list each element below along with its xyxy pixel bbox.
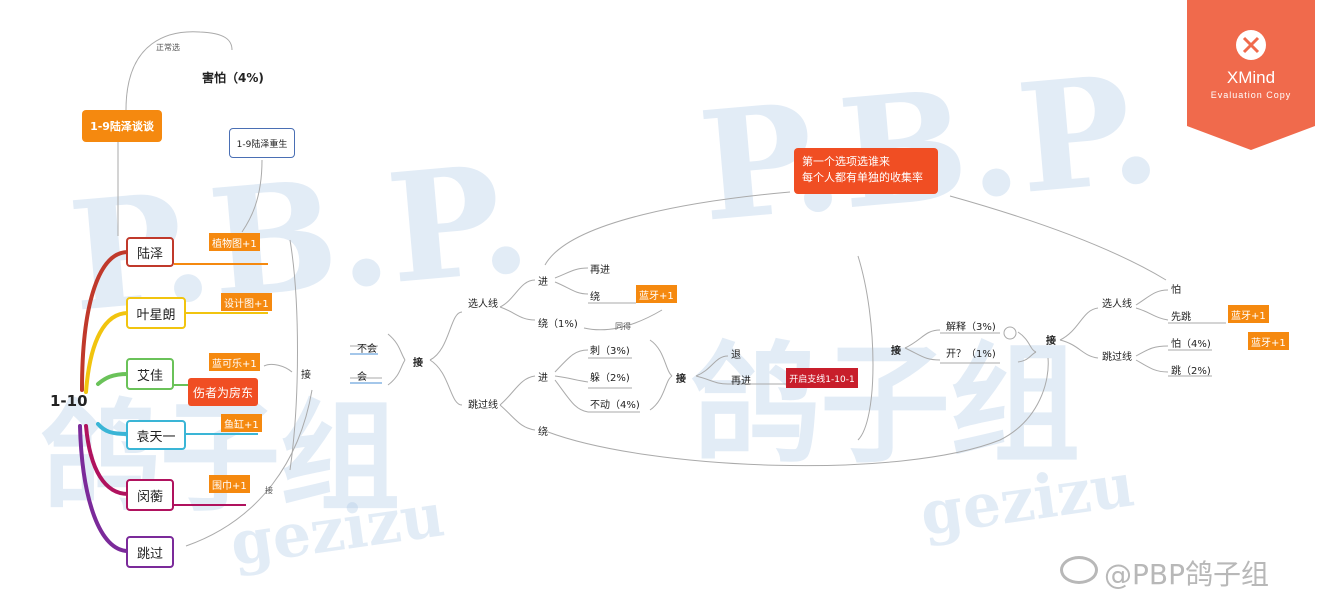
character-luze[interactable]: 陆泽 xyxy=(126,237,174,267)
again-enter-option-2[interactable]: 再进 xyxy=(731,376,751,387)
xmind-sub: Evaluation Copy xyxy=(1210,90,1292,100)
no-option[interactable]: 不会 xyxy=(357,344,377,355)
tag-bluetooth-right-2: 蓝牙+1 xyxy=(1248,332,1289,350)
detour-option-2[interactable]: 绕 xyxy=(538,427,548,438)
same-gain-label: 同得 xyxy=(615,322,631,331)
dodge-option[interactable]: 躲（2%) xyxy=(590,373,630,384)
select-line-1[interactable]: 选人线 xyxy=(468,299,498,310)
enter-option-2[interactable]: 进 xyxy=(538,373,548,384)
afraid-topic[interactable]: 害怕（4%) xyxy=(202,71,264,85)
catch-node-4[interactable]: 接 xyxy=(1046,336,1056,347)
tag-bluetooth-right-1: 蓝牙+1 xyxy=(1228,305,1269,323)
character-yexinglang[interactable]: 叶星朗 xyxy=(126,297,186,329)
rebirth-box[interactable]: 1-9陆泽重生 xyxy=(229,128,295,158)
normal-select-label: 正常选 xyxy=(156,43,180,52)
character-yuantianyi[interactable]: 袁天一 xyxy=(126,420,186,450)
open-option[interactable]: 开？（1%) xyxy=(946,349,996,360)
xmind-brand: XMind xyxy=(1226,68,1276,87)
tag-fish-tank: 鱼缸+1 xyxy=(221,414,262,432)
skip-line-1[interactable]: 跳过线 xyxy=(468,400,498,411)
xmind-ribbon xyxy=(1187,0,1315,150)
tag-design-map: 设计图+1 xyxy=(221,293,272,311)
weibo-handle: @PBP鸽子组 xyxy=(1104,558,1269,591)
yes-option[interactable]: 会 xyxy=(357,372,367,383)
stay-option[interactable]: 不动（4%) xyxy=(590,400,640,411)
xmind-badge: XMind Evaluation Copy xyxy=(1187,0,1315,150)
jump-first-option[interactable]: 先跳 xyxy=(1171,312,1191,323)
note-box: 第一个选项选谁来 每个人都有单独的收集率 xyxy=(794,148,938,194)
character-aijia[interactable]: 艾佳 xyxy=(126,358,174,390)
tag-plant-map: 植物图+1 xyxy=(209,233,260,251)
tag-bluetooth-mid: 蓝牙+1 xyxy=(636,285,677,303)
root-topic[interactable]: 1-10 xyxy=(50,392,88,410)
catch-node-3[interactable]: 接 xyxy=(891,346,901,357)
tag-blue-cola: 蓝可乐+1 xyxy=(209,353,260,371)
catch-bottom-label: 接 xyxy=(265,486,273,495)
stab-option[interactable]: 刺（3%) xyxy=(590,346,630,357)
character-skip[interactable]: 跳过 xyxy=(126,536,174,568)
detour-option[interactable]: 绕 xyxy=(590,292,600,303)
skip-line-2[interactable]: 跳过线 xyxy=(1102,352,1132,363)
unlock-branch-box[interactable]: 开启支线1-10-1 xyxy=(786,368,858,388)
tag-scarf: 围巾+1 xyxy=(209,475,250,493)
catch-node-1[interactable]: 接 xyxy=(413,358,423,369)
enter-option[interactable]: 进 xyxy=(538,277,548,288)
weibo-icon xyxy=(1060,556,1098,584)
fear-pct-option[interactable]: 怕（4%) xyxy=(1171,339,1211,350)
explain-option[interactable]: 解释（3%) xyxy=(946,322,996,333)
fear-option[interactable]: 怕 xyxy=(1171,285,1181,296)
note-line-2: 每个人都有单独的收集率 xyxy=(802,171,923,184)
ending-landlord-box[interactable]: 伤者为房东 xyxy=(188,378,258,406)
select-line-2[interactable]: 选人线 xyxy=(1102,299,1132,310)
note-line-1: 第一个选项选谁来 xyxy=(802,155,890,168)
catch-small-label: 接 xyxy=(301,370,311,381)
chat-box[interactable]: 1-9陆泽谈谈 xyxy=(82,110,162,142)
again-enter-option[interactable]: 再进 xyxy=(590,265,610,276)
retreat-option[interactable]: 退 xyxy=(731,350,741,361)
catch-node-2[interactable]: 接 xyxy=(676,374,686,385)
character-minheng[interactable]: 闵蘅 xyxy=(126,479,174,511)
jump-pct-option[interactable]: 跳（2%) xyxy=(1171,366,1211,377)
detour-pct-option[interactable]: 绕（1%) xyxy=(538,319,578,330)
